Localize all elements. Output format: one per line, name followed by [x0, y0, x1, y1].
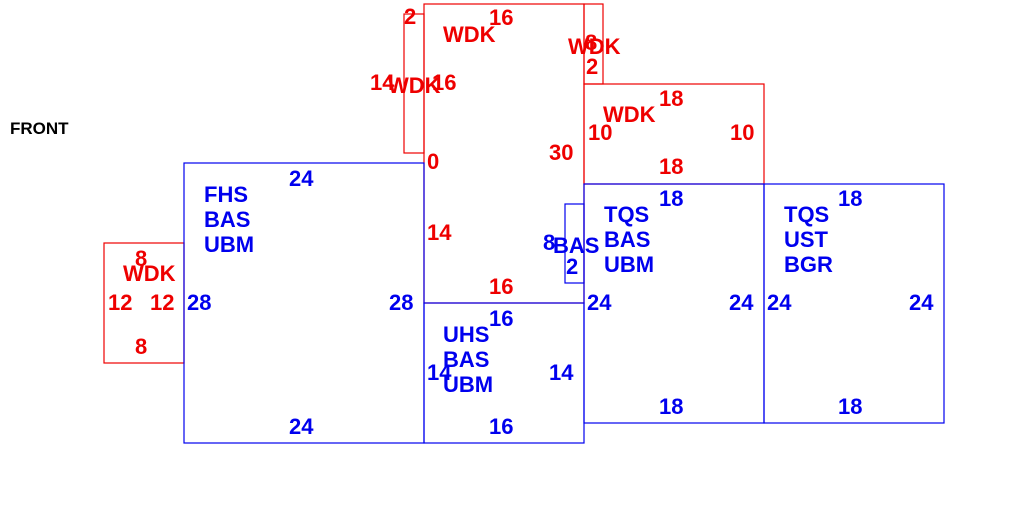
front-label: FRONT	[10, 119, 69, 138]
fhs-dim-left: 28	[187, 290, 211, 315]
deck-left-dim-right: 12	[150, 290, 174, 315]
deck-narrow-left-code: WDK	[388, 73, 441, 98]
bas-small-outline	[564, 203, 585, 284]
deck-left-dim-bottom: 8	[135, 334, 147, 359]
deck-right-dim-top: 18	[659, 86, 683, 111]
deck-narrow-left-dim-right: 16	[432, 70, 456, 95]
uhs-dim-bottom: 16	[489, 414, 513, 439]
bas-small-dim-bottom: 2	[566, 254, 578, 279]
deck-narrow-left-dim-left: 14	[370, 70, 395, 95]
tqs-bas-code-2: BAS	[604, 227, 650, 252]
tqs-ust-dim-left: 24	[767, 290, 792, 315]
deck-right-dim-bottom: 18	[659, 154, 683, 179]
deck-left-code: WDK	[123, 261, 176, 286]
fhs-dim-right: 28	[389, 290, 413, 315]
fhs-dim-bottom: 24	[289, 414, 314, 439]
fhs-code-1: FHS	[204, 182, 248, 207]
tqs-bas-code-1: TQS	[604, 202, 649, 227]
uhs-code-1: UHS	[443, 322, 489, 347]
uhs-code-3: UBM	[443, 372, 493, 397]
deck-right-code: WDK	[603, 102, 656, 127]
tqs-bas-dim-right: 24	[729, 290, 754, 315]
uhs-dim-right: 14	[549, 360, 574, 385]
uhs-dim-left: 14	[427, 360, 452, 385]
deck-left-dim-top: 8	[135, 246, 147, 271]
deck-narrow-right-dim-top: 8	[585, 30, 597, 55]
deck-left-dim-left: 12	[108, 290, 132, 315]
bas-small-code: BAS	[553, 233, 599, 258]
deck-narrow-right-code: WDK	[568, 34, 621, 59]
uhs-code-2: BAS	[443, 347, 489, 372]
deck-narrow-left-outline	[403, 13, 425, 154]
structure-labels: FHS BAS UBM 24 28 28 24 UHS BAS UBM 16 1…	[187, 166, 934, 439]
deck-main-dim-zero: 0	[427, 149, 439, 174]
fhs-dim-top: 24	[289, 166, 314, 191]
deck-main-code: WDK	[443, 22, 496, 47]
tqs-ust-code-1: TQS	[784, 202, 829, 227]
structure-outlines	[183, 162, 945, 444]
tqs-ust-dim-top: 18	[838, 186, 862, 211]
tqs-bas-dim-bottom: 18	[659, 394, 683, 419]
tqs-ust-outline	[763, 183, 945, 424]
deck-labels: WDK 16 0 14 16 30 2 14 WDK 16 WDK 8 2 WD…	[108, 4, 754, 359]
tqs-bas-code-3: UBM	[604, 252, 654, 277]
fhs-code-2: BAS	[204, 207, 250, 232]
tqs-bas-dim-left: 24	[587, 290, 612, 315]
tqs-ust-dim-right: 24	[909, 290, 934, 315]
deck-main-dim-top: 16	[489, 5, 513, 30]
tqs-ust-code-3: BGR	[784, 252, 833, 277]
bas-small-dim-left: 8	[543, 230, 555, 255]
deck-narrow-right-dim-bottom: 2	[586, 54, 598, 79]
deck-narrow-left-dim-top: 2	[404, 4, 416, 29]
tqs-ust-code-2: UST	[784, 227, 829, 252]
deck-main-dim-right: 30	[549, 140, 573, 165]
tqs-bas-dim-top: 18	[659, 186, 683, 211]
deck-right-dim-right: 10	[730, 120, 754, 145]
tqs-ust-dim-bottom: 18	[838, 394, 862, 419]
deck-main-dim-bottom: 16	[489, 274, 513, 299]
fhs-code-3: UBM	[204, 232, 254, 257]
deck-main-dim-left: 14	[427, 220, 452, 245]
uhs-dim-top: 16	[489, 306, 513, 331]
deck-right-dim-left: 10	[588, 120, 612, 145]
